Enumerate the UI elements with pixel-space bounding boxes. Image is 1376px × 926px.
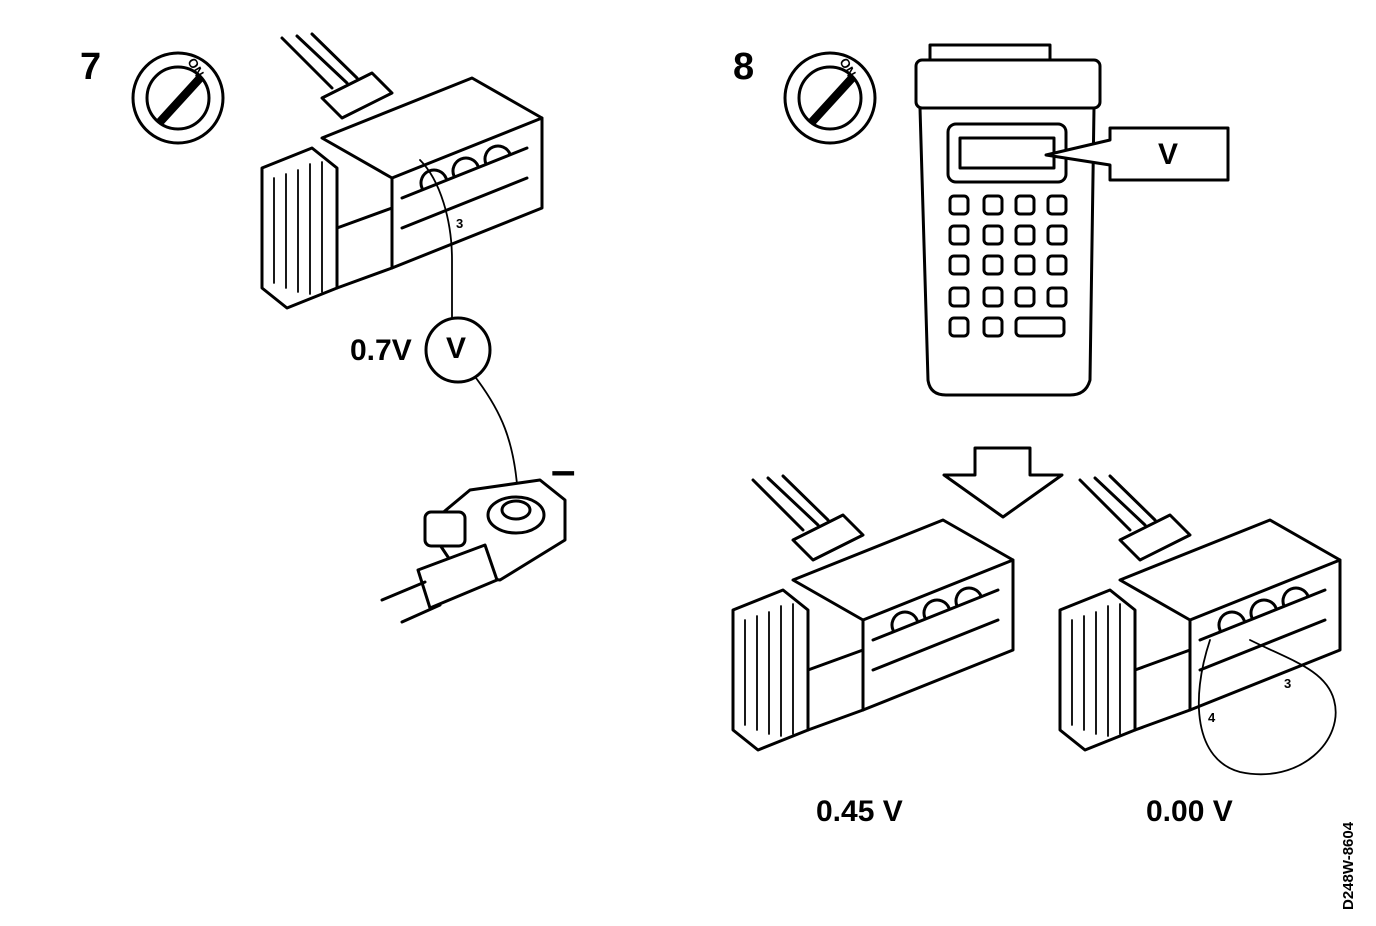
ignition-switch-icon [131, 51, 225, 145]
ground-terminal-icon [380, 478, 567, 624]
step-number-8: 8 [733, 46, 755, 88]
display-callout-symbol: V [1158, 138, 1179, 171]
pin-label-4: 4 [1208, 710, 1216, 725]
reading-open: 0.45 V [816, 795, 903, 828]
connector-icon [731, 474, 1015, 752]
voltmeter-symbol: V [446, 332, 467, 365]
ignition-switch-icon [783, 51, 877, 145]
test-lead [475, 377, 519, 499]
ground-symbol: – [551, 446, 576, 495]
pin-label-3: 3 [1284, 676, 1292, 691]
connector-icon [260, 32, 544, 310]
meter-reading: 0.7V [350, 334, 412, 367]
arrow-down-icon [942, 446, 1064, 519]
jumper-wire [1197, 639, 1337, 776]
pin-label-3: 3 [456, 216, 464, 231]
display-callout [1044, 126, 1230, 182]
voltmeter-icon [424, 316, 492, 384]
connector-jumpered-icon [1058, 474, 1342, 752]
figure-code: D248W-8604 [1340, 821, 1357, 910]
scan-tool-icon [914, 43, 1102, 397]
test-lead [419, 159, 453, 319]
step-number-7: 7 [80, 46, 102, 88]
reading-jumpered: 0.00 V [1146, 795, 1233, 828]
